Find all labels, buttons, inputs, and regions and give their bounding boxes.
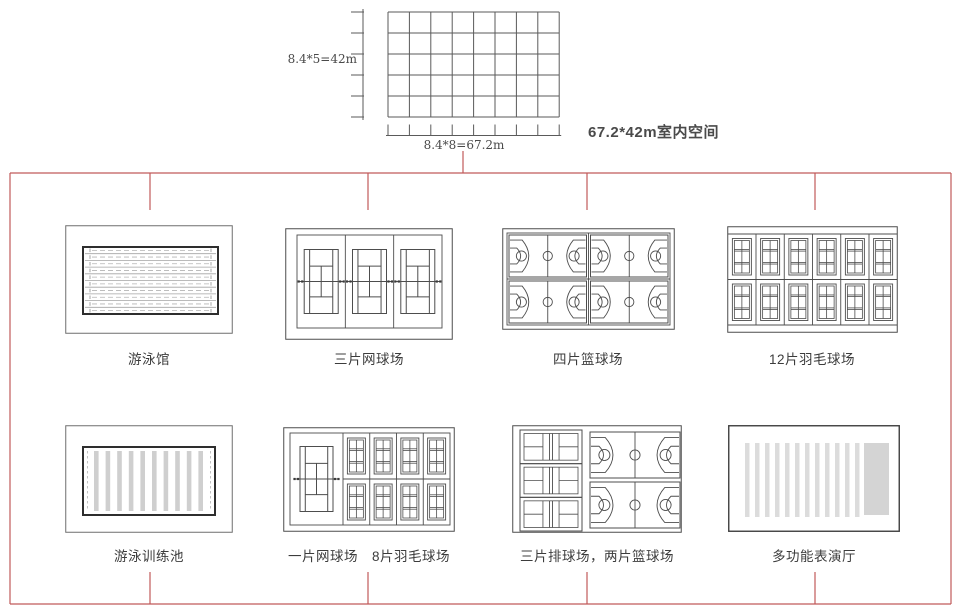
tennis-courts-drawing <box>285 228 453 340</box>
volleyball-basketball-drawing <box>512 425 682 533</box>
caption-tennis-courts: 三片网球场 <box>334 352 404 367</box>
tennis-badminton-drawing <box>283 427 455 532</box>
panel-badminton-courts <box>727 226 898 333</box>
swimming-pool-drawing <box>65 225 233 334</box>
caption-performance-hall: 多功能表演厅 <box>772 549 856 564</box>
panel-swimming-hall <box>65 225 233 334</box>
grid-width-dimension-label: 8.4*8=67.2m <box>423 138 505 152</box>
structural-grid-figure <box>351 9 562 136</box>
panel-volleyball-basketball <box>512 425 682 533</box>
panel-performance-hall <box>728 425 900 532</box>
caption-basketball-courts: 四片篮球场 <box>553 352 623 367</box>
panel-basketball-courts <box>502 228 675 330</box>
panel-tennis-badminton <box>283 427 455 532</box>
basketball-courts-drawing <box>502 228 675 330</box>
caption-tennis-badminton: 一片网球场 8片羽毛球场 <box>287 549 450 564</box>
training-pool-drawing <box>65 425 233 533</box>
grid-height-dimension-label: 8.4*5=42m <box>287 52 357 66</box>
caption-volleyball-basketball: 三片排球场，两片篮球场 <box>520 549 674 564</box>
caption-swimming-hall: 游泳馆 <box>128 352 170 367</box>
badminton-courts-drawing <box>727 226 898 333</box>
caption-badminton-courts: 12片羽毛球场 <box>768 352 856 367</box>
indoor-space-title: 67.2*42m室内空间 <box>588 124 720 141</box>
performance-hall-drawing <box>728 425 900 532</box>
caption-training-pool: 游泳训练池 <box>114 549 184 564</box>
panel-training-pool <box>65 425 233 533</box>
panel-tennis-courts <box>285 228 453 340</box>
